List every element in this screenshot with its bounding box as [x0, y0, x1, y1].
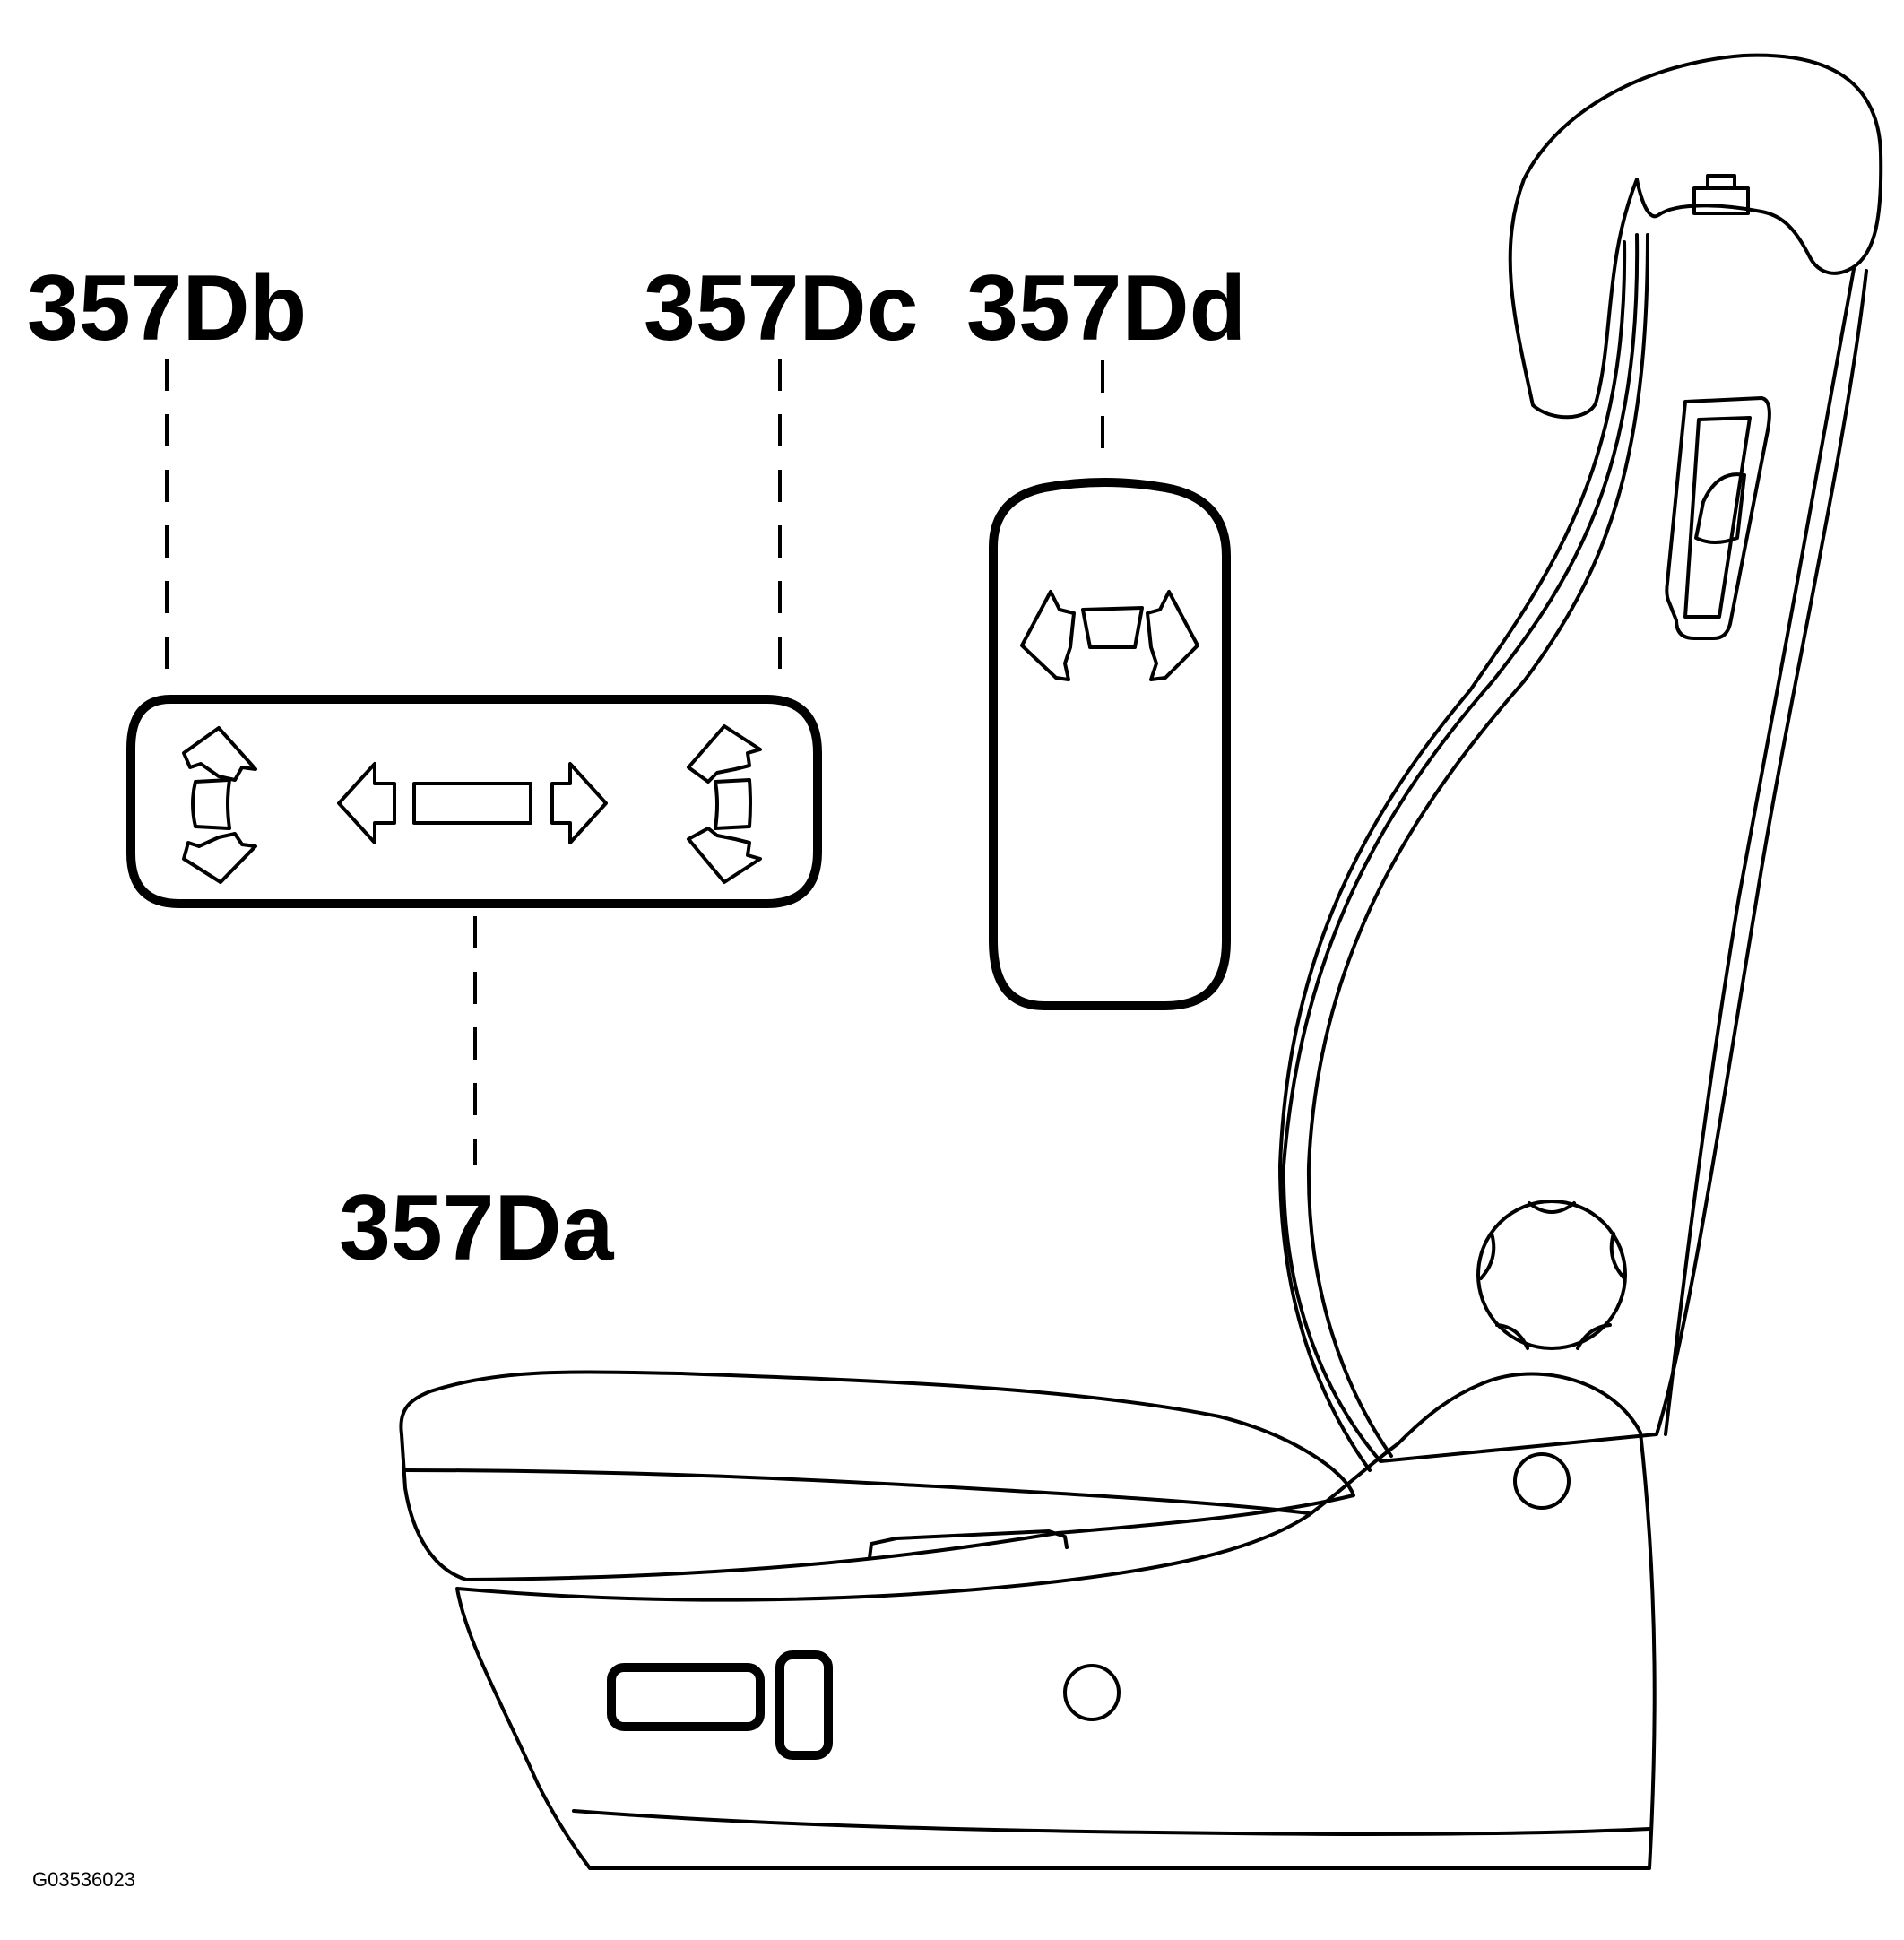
arrow-down-icon	[687, 827, 762, 884]
front-height-switch-icon	[182, 726, 257, 884]
arrow-left-icon	[1020, 590, 1076, 681]
figure-id: G03536023	[32, 1868, 135, 1891]
recline-rocker	[1081, 606, 1144, 649]
slider-bar	[412, 782, 532, 825]
callout-357dd: 357Dd	[966, 256, 1247, 360]
callout-357db: 357Db	[27, 256, 307, 360]
arrow-left-icon	[337, 762, 396, 844]
seat-base-cover	[455, 1372, 1657, 1870]
seat-switch-housing	[126, 695, 822, 908]
knob-outer	[1476, 1200, 1627, 1350]
pivot-hole-rear	[1513, 1452, 1571, 1510]
knob-scallops	[1479, 1201, 1626, 1350]
recline-switch-icon	[1020, 590, 1199, 681]
leader-lines	[165, 359, 1104, 1165]
arrow-up-icon	[687, 724, 762, 784]
backrest-front-edge	[1278, 240, 1627, 1472]
headrest	[1508, 53, 1883, 420]
base-bottom-edge	[572, 1809, 1651, 1836]
base-switch-vertical	[775, 1650, 833, 1760]
callout-357dc: 357Dc	[644, 256, 919, 360]
backrest-inner	[1306, 233, 1649, 1458]
pivot-hole-front	[1063, 1664, 1121, 1721]
arrow-up-icon	[182, 726, 257, 782]
cushion-seam	[402, 1468, 1311, 1515]
power-seat-icon	[399, 53, 1883, 1870]
callout-357da: 357Da	[339, 1176, 614, 1280]
arrow-right-icon	[550, 762, 608, 844]
backrest-lever-slot	[1665, 396, 1771, 640]
lumbar-knob	[1476, 1200, 1627, 1350]
backrest-lever-inner	[1683, 416, 1752, 619]
rocker-right	[714, 778, 752, 830]
seat-control-switch-icon	[126, 695, 822, 908]
arrow-right-icon	[1146, 590, 1199, 681]
headrest-post-top	[1706, 174, 1736, 190]
seat-cushion	[399, 1370, 1355, 1581]
backrest-switch-icon	[989, 478, 1231, 1010]
rear-height-switch-icon	[687, 724, 762, 884]
base-switch-horizontal	[607, 1663, 765, 1731]
headrest-post	[1692, 186, 1750, 215]
backrest-outer	[1281, 233, 1868, 1463]
rocker-left	[191, 778, 231, 830]
cushion-lever	[868, 1529, 1069, 1560]
arrow-down-icon	[182, 832, 257, 884]
backrest-lever-knob	[1694, 472, 1746, 544]
backrest-switch-housing	[989, 478, 1231, 1010]
fore-aft-switch-icon	[337, 762, 608, 844]
backrest-side-line	[1664, 267, 1856, 1436]
